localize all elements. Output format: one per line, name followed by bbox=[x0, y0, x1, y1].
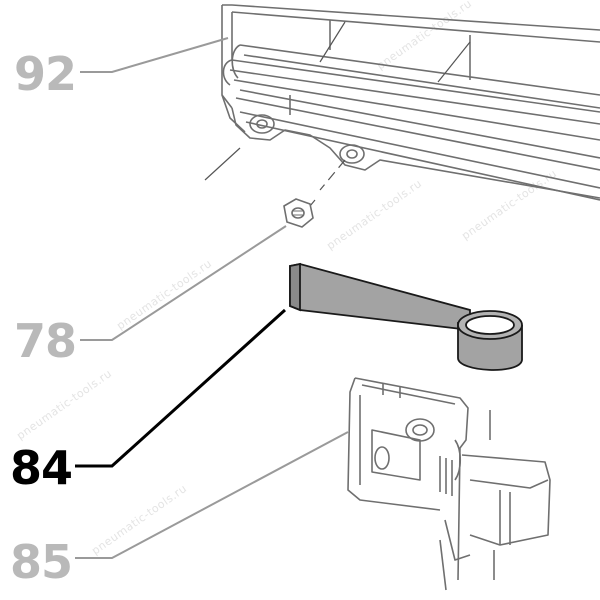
callout-label-92: 92 bbox=[14, 47, 76, 101]
part-84-bracket bbox=[289, 262, 523, 371]
leader-line-78 bbox=[80, 225, 287, 341]
callout-label-85: 85 bbox=[10, 535, 72, 589]
callout-labels: 92 78 84 85 bbox=[10, 47, 77, 589]
leader-line-85 bbox=[75, 431, 349, 559]
part-85-housing bbox=[347, 377, 551, 591]
leader-line-92 bbox=[80, 37, 229, 73]
callout-label-84: 84 bbox=[10, 441, 72, 495]
leader-line-84 bbox=[75, 308, 287, 468]
watermark-text: pneumatic-tools.ru bbox=[459, 167, 559, 243]
watermark-text: pneumatic-tools.ru bbox=[374, 0, 474, 72]
assembly-centerlines bbox=[204, 21, 471, 213]
watermark-text: pneumatic-tools.ru bbox=[89, 482, 189, 558]
watermark-text: pneumatic-tools.ru bbox=[14, 367, 114, 443]
watermark-text: pneumatic-tools.ru bbox=[114, 257, 214, 333]
part-78-nut bbox=[283, 198, 314, 228]
watermark-text: pneumatic-tools.ru bbox=[324, 177, 424, 253]
watermark-group: pneumatic-tools.ru pneumatic-tools.ru pn… bbox=[14, 0, 559, 557]
leader-lines bbox=[75, 37, 349, 559]
callout-label-78: 78 bbox=[14, 314, 76, 368]
part-92-frame bbox=[221, 4, 600, 201]
